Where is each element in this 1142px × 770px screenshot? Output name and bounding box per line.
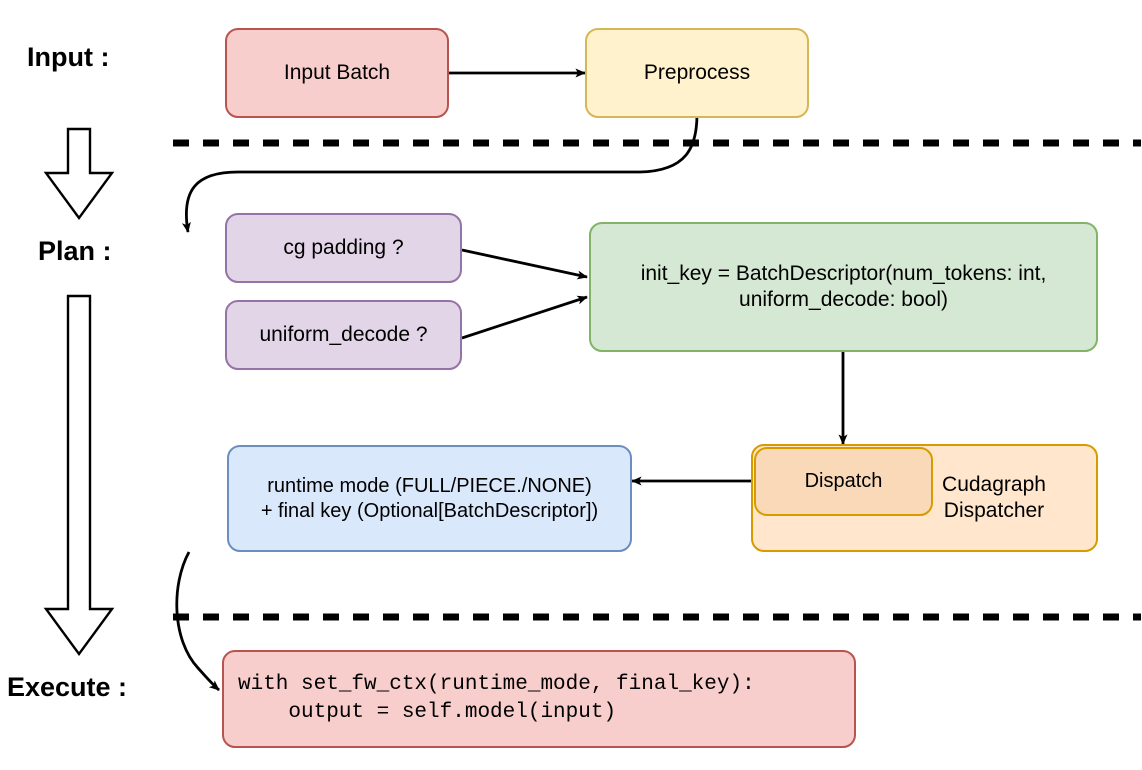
node-init-key[interactable]: init_key = BatchDescriptor(num_tokens: i… bbox=[589, 222, 1098, 352]
node-preprocess[interactable]: Preprocess bbox=[585, 28, 809, 118]
node-cg-padding-label: cg padding ? bbox=[283, 236, 404, 260]
node-dispatch-label: Dispatch bbox=[804, 470, 883, 493]
node-cg-padding[interactable]: cg padding ? bbox=[225, 213, 462, 283]
node-cudagraph-dispatcher-label: Cudagraph Dispatcher bbox=[942, 473, 1046, 522]
edge-cg-padding-to-init-key bbox=[461, 248, 588, 280]
stage-label-plan: Plan : bbox=[38, 236, 112, 266]
node-dispatch[interactable]: Dispatch bbox=[754, 447, 933, 516]
flow-arrow-plan-to-execute bbox=[43, 294, 115, 657]
edge-uniform-decode-to-init-key bbox=[461, 295, 588, 340]
node-uniform-decode[interactable]: uniform_decode ? bbox=[225, 300, 462, 370]
node-runtime-mode-label: runtime mode (FULL/PIECE./NONE) + final … bbox=[260, 475, 599, 522]
stage-label-execute: Execute : bbox=[7, 672, 128, 702]
node-runtime-mode[interactable]: runtime mode (FULL/PIECE./NONE) + final … bbox=[227, 445, 632, 552]
node-input-batch-label: Input Batch bbox=[283, 61, 391, 85]
node-execute-code[interactable]: with set_fw_ctx(runtime_mode, final_key)… bbox=[222, 650, 856, 748]
node-execute-code-label: with set_fw_ctx(runtime_mode, final_key)… bbox=[238, 672, 755, 724]
stage-label-input: Input : bbox=[27, 42, 110, 72]
node-input-batch[interactable]: Input Batch bbox=[225, 28, 449, 118]
node-uniform-decode-label: uniform_decode ? bbox=[259, 323, 428, 347]
edge-runtime-mode-to-execute-code bbox=[175, 551, 220, 692]
flow-arrow-input-to-plan bbox=[43, 127, 115, 221]
node-preprocess-label: Preprocess bbox=[643, 61, 751, 85]
node-init-key-label: init_key = BatchDescriptor(num_tokens: i… bbox=[640, 262, 1047, 311]
